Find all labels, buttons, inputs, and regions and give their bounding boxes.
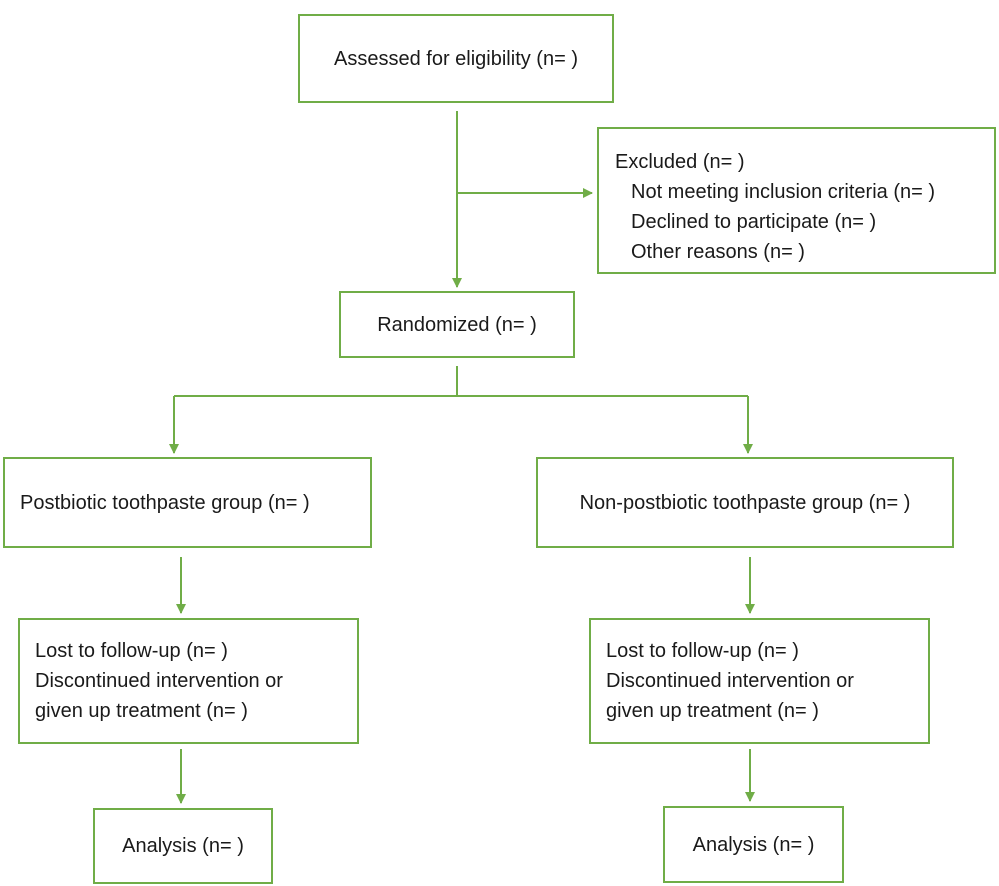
excluded-title: Excluded (n= ) bbox=[615, 151, 745, 173]
postbiotic-group-label: Postbiotic toothpaste group (n= ) bbox=[20, 491, 310, 514]
assessed-label: Assessed for eligibility (n= ) bbox=[334, 47, 578, 70]
followup-line: Lost to follow-up (n= ) bbox=[606, 640, 799, 662]
excluded-reason: Not meeting inclusion criteria (n= ) bbox=[631, 181, 936, 203]
followup-line: Discontinued intervention or bbox=[35, 670, 283, 692]
postbiotic-analysis-label: Analysis (n= ) bbox=[122, 835, 244, 857]
postbiotic-analysis-box: Analysis (n= ) bbox=[93, 808, 273, 884]
non-postbiotic-group-box: Non-postbiotic toothpaste group (n= ) bbox=[536, 457, 954, 548]
followup-line: given up treatment (n= ) bbox=[606, 700, 819, 722]
non-postbiotic-analysis-box: Analysis (n= ) bbox=[663, 806, 844, 883]
postbiotic-followup-box: Lost to follow-up (n= ) Discontinued int… bbox=[18, 618, 359, 744]
non-postbiotic-group-label: Non-postbiotic toothpaste group (n= ) bbox=[579, 491, 911, 514]
excluded-reason: Other reasons (n= ) bbox=[631, 241, 805, 263]
excluded-reason: Declined to participate (n= ) bbox=[631, 211, 877, 233]
randomized-box: Randomized (n= ) bbox=[339, 291, 575, 358]
followup-line: given up treatment (n= ) bbox=[35, 700, 248, 722]
randomized-label: Randomized (n= ) bbox=[377, 313, 537, 336]
followup-line: Discontinued intervention or bbox=[606, 670, 854, 692]
non-postbiotic-analysis-label: Analysis (n= ) bbox=[692, 833, 815, 856]
postbiotic-group-box: Postbiotic toothpaste group (n= ) bbox=[3, 457, 372, 548]
non-postbiotic-followup-box: Lost to follow-up (n= ) Discontinued int… bbox=[589, 618, 930, 744]
followup-line: Lost to follow-up (n= ) bbox=[35, 640, 228, 662]
excluded-box: Excluded (n= ) Not meeting inclusion cri… bbox=[597, 127, 996, 274]
assessed-box: Assessed for eligibility (n= ) bbox=[298, 14, 614, 103]
